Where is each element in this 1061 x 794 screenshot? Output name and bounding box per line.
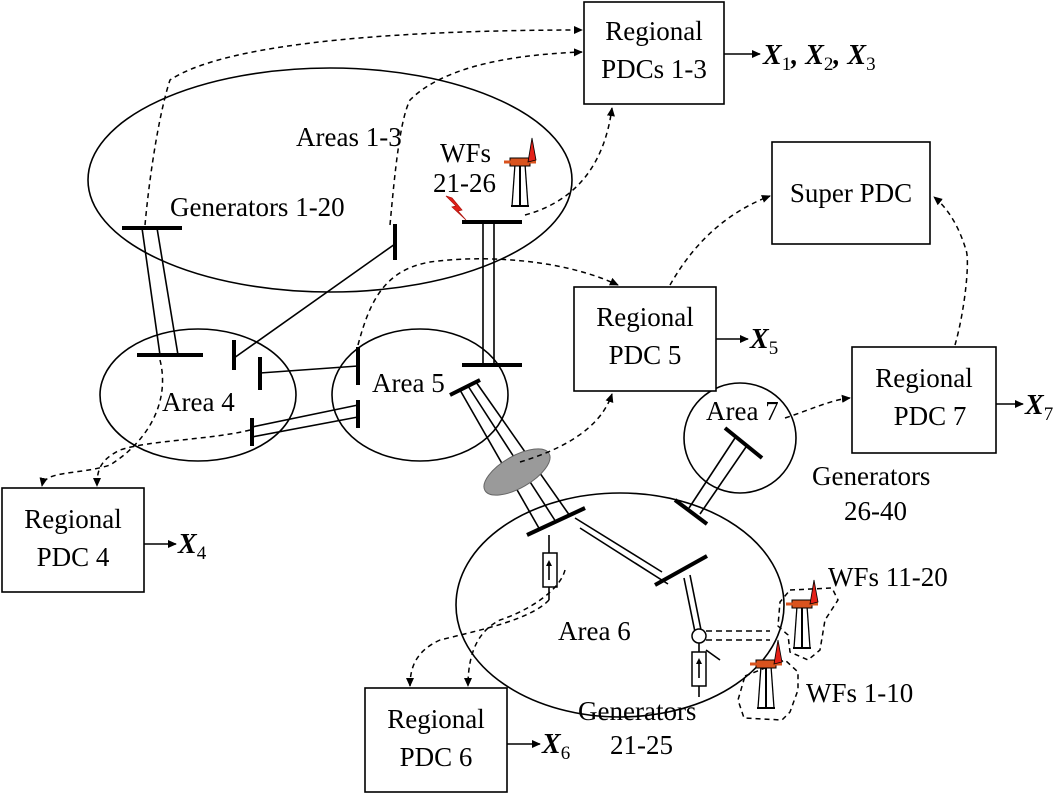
regional-pdc-4-box bbox=[1, 487, 145, 593]
regional-pdc-5-box bbox=[573, 286, 717, 392]
pdc-5-label-1: Regional bbox=[596, 302, 693, 332]
pdc-6-label-1: Regional bbox=[387, 704, 484, 734]
area-6-label: Area 6 bbox=[558, 616, 631, 646]
wfs-21-26-label-2: 21-26 bbox=[433, 168, 496, 198]
pdc-4-label-1: Regional bbox=[24, 504, 121, 534]
generators-1-20-label: Generators 1-20 bbox=[170, 192, 345, 222]
lightning-fault-icon bbox=[445, 195, 467, 221]
area-6-ellipse bbox=[455, 492, 785, 718]
area-5-ellipse bbox=[331, 328, 509, 462]
generators-21-25-label-1: Generators bbox=[578, 696, 696, 726]
pdc-1-3-label-1: Regional bbox=[605, 16, 702, 46]
super-pdc-box bbox=[771, 141, 931, 245]
areas-1-3-label: Areas 1-3 bbox=[296, 122, 402, 152]
wind-farms-1-10-enclosure bbox=[737, 659, 799, 721]
regional-pdc-7-box bbox=[851, 346, 997, 454]
transmission-network bbox=[122, 220, 764, 633]
wind-turbine-icon bbox=[502, 136, 538, 208]
pdc-6-output-label: X6 bbox=[541, 729, 570, 764]
area-5-label: Area 5 bbox=[372, 368, 445, 398]
communication-links bbox=[39, 25, 969, 687]
area-4-label: Area 4 bbox=[162, 387, 235, 417]
wind-turbine-icon bbox=[748, 638, 784, 710]
pdc-7-output-label: X7 bbox=[1024, 390, 1053, 425]
pdc-5-output-label: X5 bbox=[749, 324, 778, 359]
generators-26-40-label-1: Generators bbox=[812, 461, 930, 491]
pmu-ellipse-icon bbox=[483, 448, 551, 496]
pdc-6-label-2: PDC 6 bbox=[400, 742, 473, 772]
pdc-7-label-1: Regional bbox=[875, 363, 972, 393]
wind-farms-11-20-enclosure bbox=[777, 587, 839, 661]
pdc-1-3-output-label: X1, X2, X3 bbox=[762, 40, 876, 75]
area-4-ellipse bbox=[99, 328, 297, 462]
super-pdc-label: Super PDC bbox=[790, 178, 912, 208]
regional-pdcs-1-3-box bbox=[583, 1, 725, 105]
wfs-1-10-label: WFs 1-10 bbox=[806, 678, 913, 708]
generator-icon bbox=[691, 628, 770, 697]
generators-26-40-label-2: 26-40 bbox=[844, 496, 907, 526]
pdc-labels: Regional PDCs 1-3 Super PDC Regional PDC… bbox=[24, 16, 972, 772]
pdc-4-output-label: X4 bbox=[177, 529, 207, 564]
area-7-label: Area 7 bbox=[706, 396, 779, 426]
pdc-1-3-label-2: PDCs 1-3 bbox=[601, 54, 707, 84]
region-labels: Areas 1-3 Generators 1-20 WFs 21-26 Area… bbox=[162, 122, 948, 760]
areas-1-3-ellipse bbox=[87, 67, 573, 293]
area-7-ellipse bbox=[683, 382, 797, 494]
regional-pdc-6-box bbox=[364, 687, 508, 793]
wfs-21-26-label-1: WFs bbox=[440, 138, 491, 168]
generators-21-25-label-2: 21-25 bbox=[610, 730, 673, 760]
pdc-7-label-2: PDC 7 bbox=[894, 401, 967, 431]
pdc-4-label-2: PDC 4 bbox=[37, 542, 110, 572]
wfs-11-20-label: WFs 11-20 bbox=[828, 562, 948, 592]
pdc-5-label-2: PDC 5 bbox=[609, 340, 682, 370]
measurement-device-icon bbox=[542, 535, 558, 600]
